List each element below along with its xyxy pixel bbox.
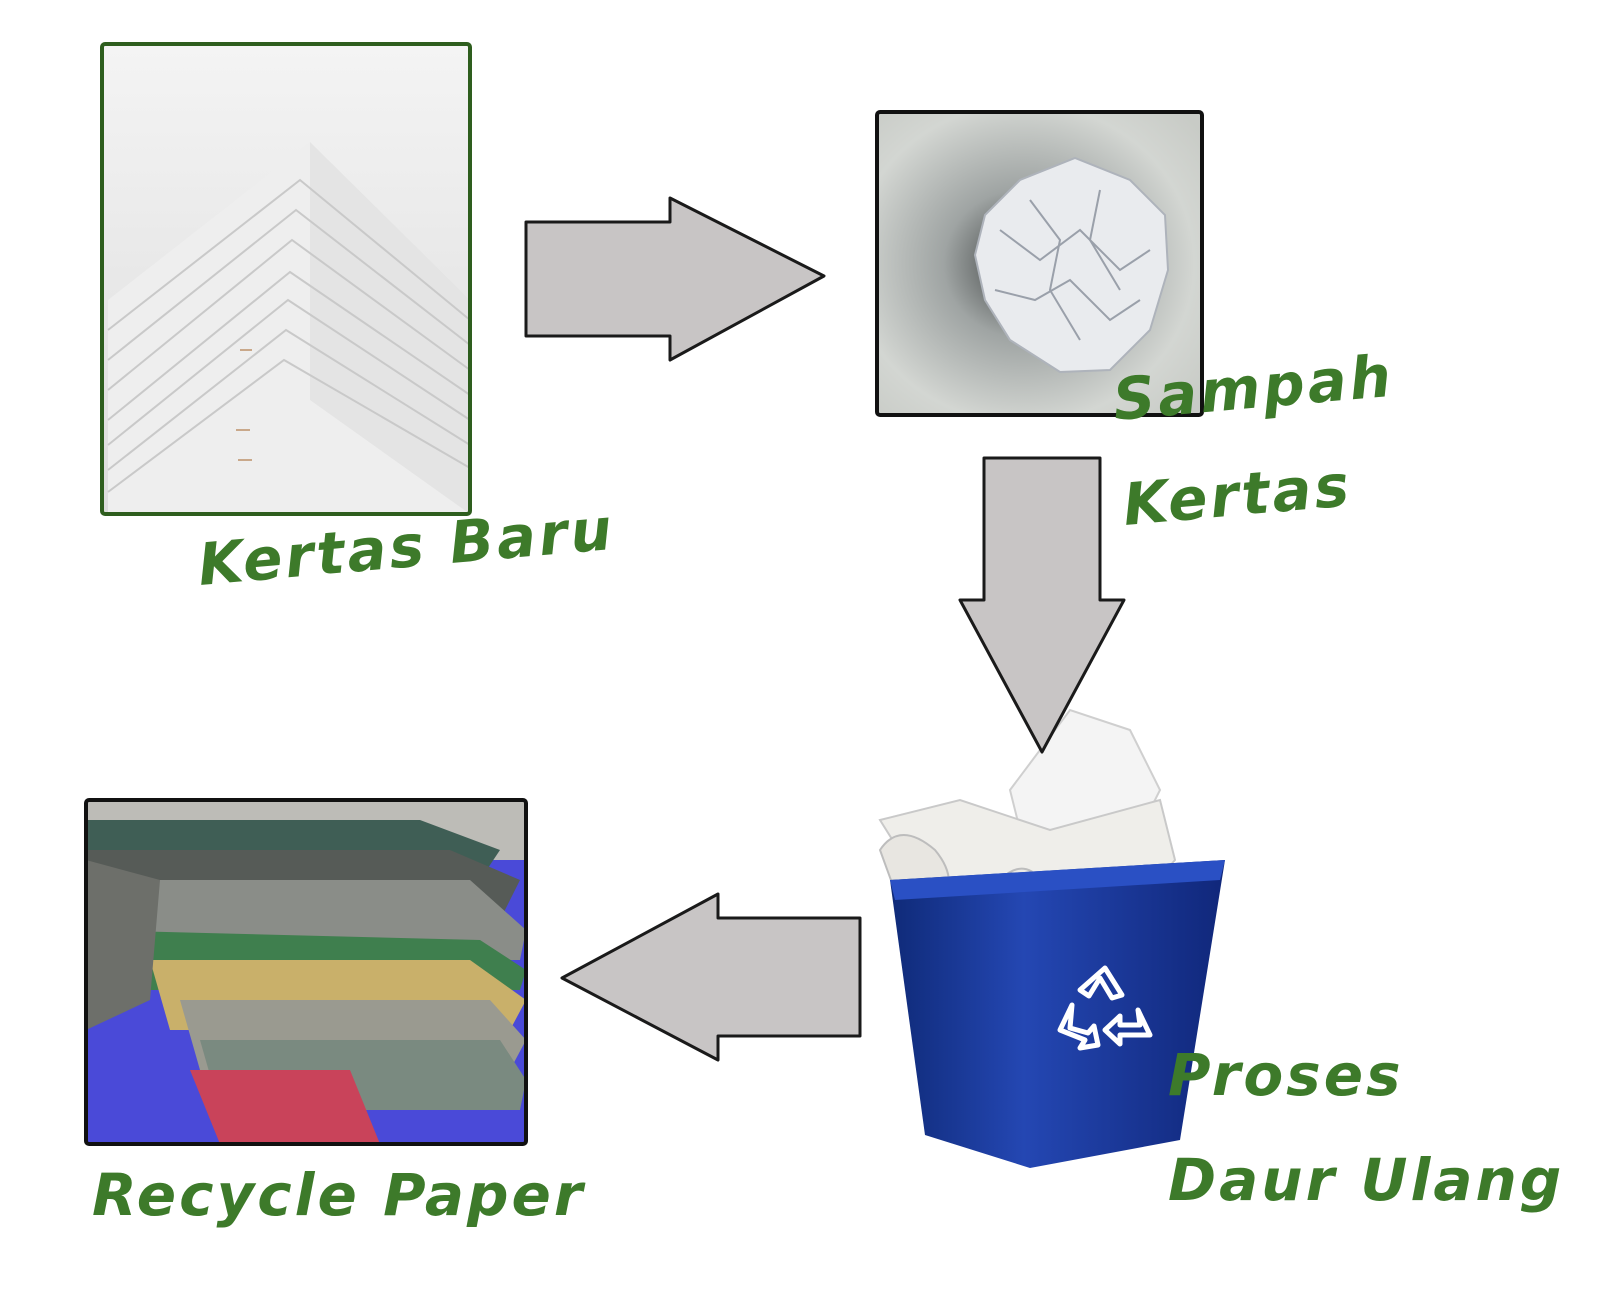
recycle-icon bbox=[1057, 965, 1153, 1051]
paper-stack-icon bbox=[107, 142, 471, 514]
recycled-paper-photo bbox=[84, 798, 528, 1146]
waste-paper-photo bbox=[875, 110, 1204, 417]
label-daur-ulang: Daur Ulang bbox=[1168, 1146, 1564, 1214]
crumpled-paper-icon bbox=[973, 156, 1170, 374]
colored-paper-stack-icon bbox=[86, 800, 526, 1144]
arrow-down bbox=[958, 456, 1126, 754]
label-proses: Proses bbox=[1168, 1041, 1404, 1109]
arrow-right bbox=[524, 196, 826, 362]
recycle-bin-icon bbox=[890, 860, 1225, 1168]
label-recycle-paper: Recycle Paper bbox=[92, 1161, 586, 1229]
new-paper-photo bbox=[100, 42, 472, 516]
arrow-left bbox=[560, 892, 862, 1062]
label-kertas: Kertas bbox=[1120, 451, 1354, 539]
recycle-bin-photo bbox=[878, 708, 1225, 1168]
